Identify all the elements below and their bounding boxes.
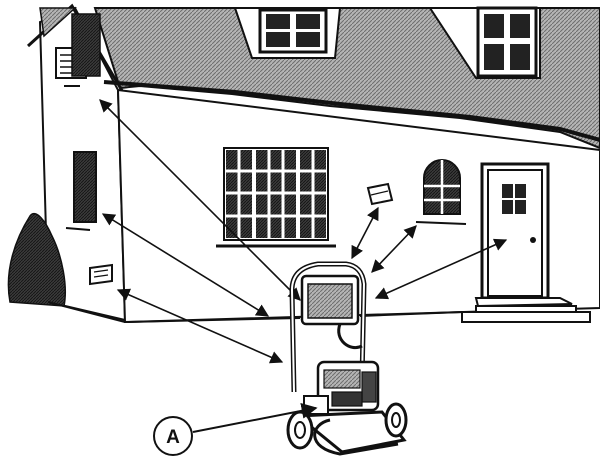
dormer-right [428, 6, 541, 79]
gable-vent-upper [55, 13, 101, 87]
pressure-washer-icon [286, 261, 408, 456]
callout-label: A [166, 427, 180, 448]
wall-vent-center [366, 182, 394, 206]
arrow-center-vent [351, 206, 379, 260]
ground-line-front-right [359, 311, 463, 317]
basement-vent-left [89, 263, 113, 286]
dormer-left [233, 7, 342, 59]
arrow-basement-vent [116, 288, 284, 364]
front-picture-window [216, 147, 336, 248]
front-door [480, 162, 550, 300]
front-steps [461, 297, 591, 323]
arrow-door [374, 238, 508, 300]
spray-arrows [99, 99, 508, 364]
bush-icon [7, 213, 67, 307]
callout-a: A [153, 402, 318, 456]
ground-line-left [47, 301, 126, 323]
gable-window [65, 151, 97, 231]
arched-window [415, 159, 467, 225]
